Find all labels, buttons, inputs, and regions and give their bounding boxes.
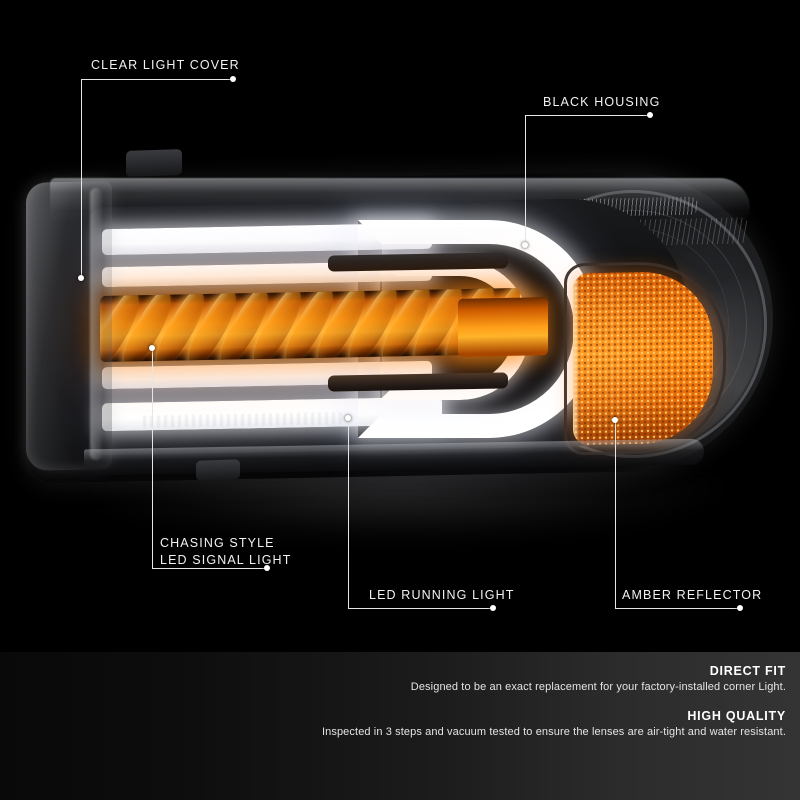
- callout-anchor-chasing-style: [264, 565, 270, 571]
- reflector-edge-highlight: [573, 273, 580, 446]
- feature-title-direct-fit: DIRECT FIT: [709, 664, 786, 678]
- callout-dot-clear-light-cover: [78, 275, 84, 281]
- leader-chasing-style-vertical: [152, 348, 153, 568]
- callout-dot-chasing-style-led-signal-light: [149, 345, 155, 351]
- leader-clear-light-cover-horizontal: [81, 79, 233, 80]
- leader-chasing-style-horizontal: [152, 568, 267, 569]
- callout-label-clear-light-cover: CLEAR LIGHT COVER: [91, 58, 240, 72]
- led-corner-light-assembly: [26, 149, 773, 488]
- bezel-rib-lower: [328, 372, 508, 392]
- leader-clear-light-cover-vertical: [81, 79, 82, 278]
- feature-direct-fit: DIRECT FIT Designed to be an exact repla…: [411, 664, 786, 693]
- callout-label-chasing-style-led-signal-light: CHASING STYLE LED SIGNAL LIGHT: [160, 536, 292, 567]
- callout-dot-amber-reflector: [612, 417, 618, 423]
- clear-light-cover-edge-highlight: [90, 188, 102, 460]
- chasing-led-signal-channel: [100, 287, 520, 363]
- leader-black-housing-horizontal: [525, 115, 650, 116]
- callout-label-led-running-light: LED RUNNING LIGHT: [369, 588, 515, 602]
- callout-anchor-led-running-light: [490, 605, 496, 611]
- callout-anchor-black-housing: [647, 112, 653, 118]
- mounting-tab-top: [126, 149, 182, 177]
- chasing-led-signal-channel-segment-2: [458, 297, 548, 357]
- feature-title-high-quality: HIGH QUALITY: [687, 709, 786, 723]
- feature-high-quality: HIGH QUALITY Inspected in 3 steps and va…: [322, 709, 786, 738]
- mounting-tab-bottom: [196, 459, 240, 481]
- leader-black-housing-vertical: [525, 115, 526, 245]
- callout-dot-black-housing: [522, 242, 528, 248]
- reflector-grain-texture: [573, 270, 713, 446]
- amber-reflector-panel: [573, 270, 713, 446]
- callout-anchor-clear-light-cover: [230, 76, 236, 82]
- feature-desc-high-quality: Inspected in 3 steps and vacuum tested t…: [321, 726, 786, 738]
- callout-label-amber-reflector: AMBER REFLECTOR: [622, 588, 763, 602]
- marketing-banner: DIRECT FIT Designed to be an exact repla…: [0, 652, 800, 800]
- leader-amber-reflector-vertical: [615, 420, 616, 608]
- callout-anchor-amber-reflector: [737, 605, 743, 611]
- callout-label-black-housing: BLACK HOUSING: [543, 95, 661, 109]
- bezel-rib-upper: [328, 252, 508, 272]
- leader-amber-reflector-horizontal: [615, 608, 740, 609]
- leader-led-running-light-vertical: [348, 418, 349, 608]
- leader-led-running-light-horizontal: [348, 608, 493, 609]
- callout-dot-led-running-light: [345, 415, 351, 421]
- feature-desc-direct-fit: Designed to be an exact replacement for …: [410, 681, 786, 693]
